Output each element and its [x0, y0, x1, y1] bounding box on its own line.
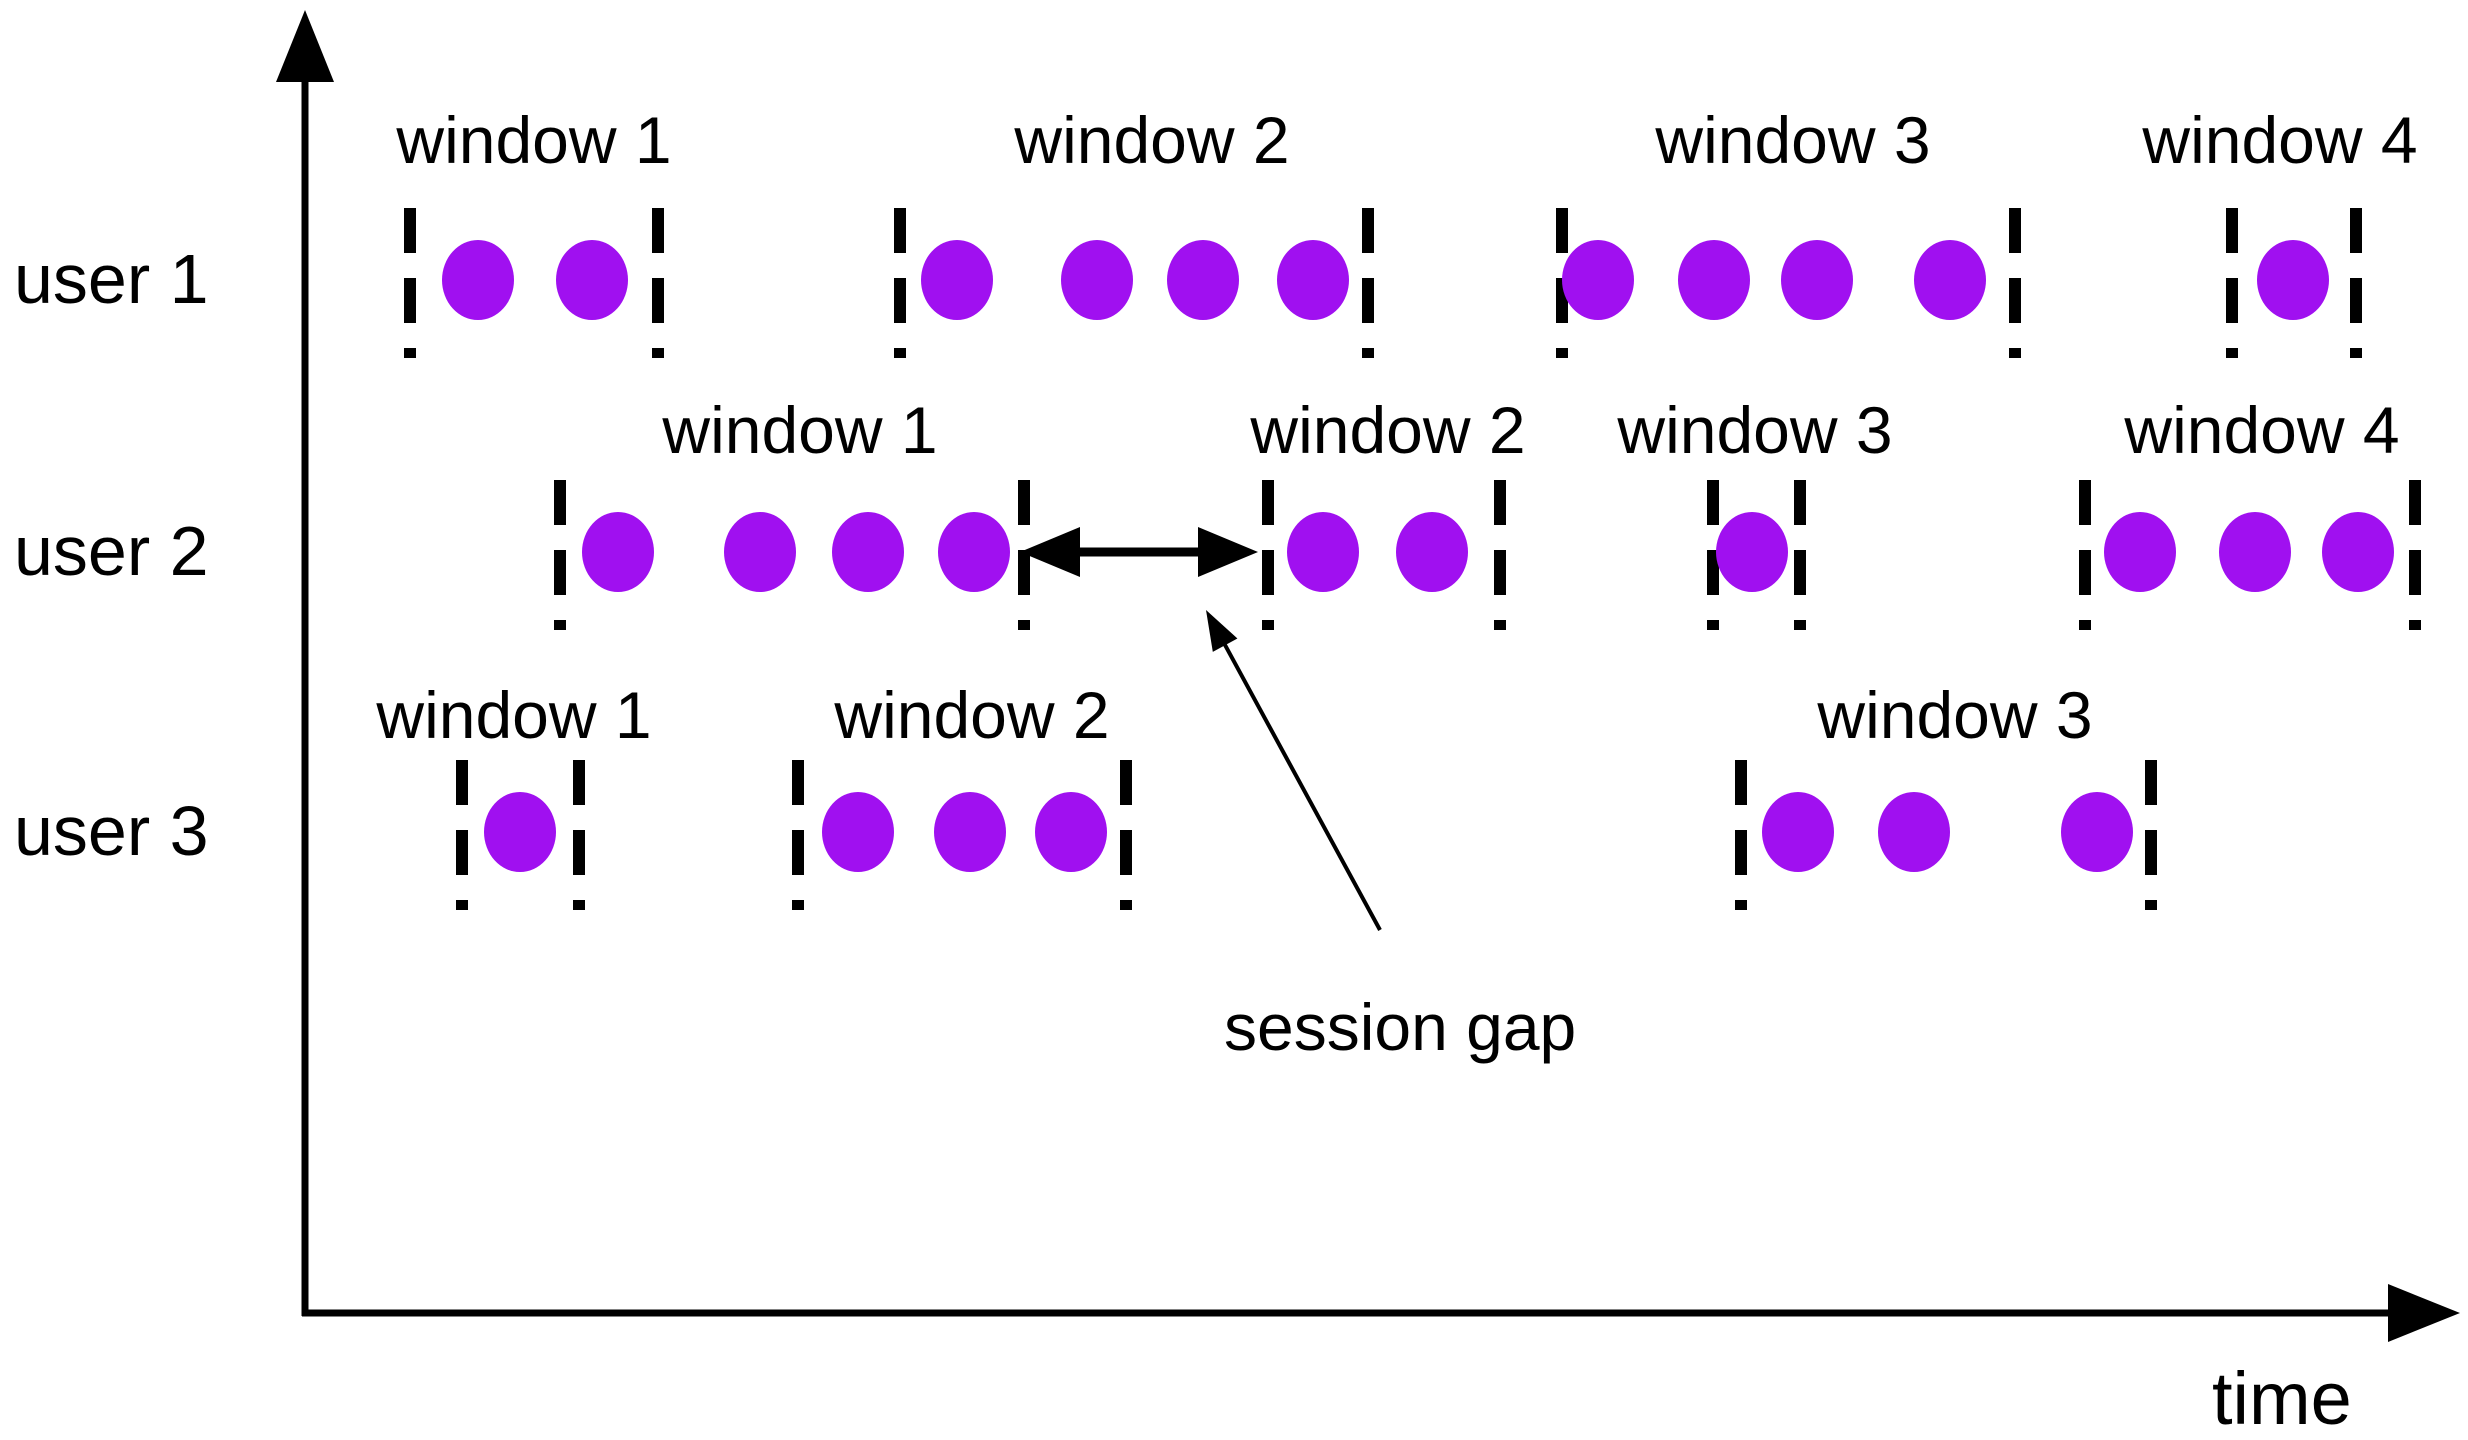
user3-window3-event-1: [1762, 792, 1834, 872]
session-gap-pointer-line: [1218, 634, 1382, 931]
user2-window1-event-1: [582, 512, 654, 592]
user1-window2-event-1: [921, 240, 993, 320]
user3-window3-label: window 3: [1817, 678, 2093, 752]
user3-window3-event-3: [2061, 792, 2133, 872]
session-gap-pointer-arrowhead: [1206, 610, 1238, 652]
user2-window2-event-1: [1287, 512, 1359, 592]
user1-window3-label: window 3: [1655, 103, 1931, 177]
time-axis-label: time: [2212, 1357, 2352, 1440]
user1-window1-label: window 1: [396, 103, 672, 177]
user3-window2-label: window 2: [834, 678, 1110, 752]
user2-window4-event-1: [2104, 512, 2176, 592]
user3-window2-event-2: [934, 792, 1006, 872]
user3-window2-event-3: [1035, 792, 1107, 872]
user1-window3-event-3: [1781, 240, 1853, 320]
session-gap-arrowhead-right: [1198, 527, 1258, 577]
user-label-1: user 1: [14, 239, 209, 318]
user2-window3-event-1: [1716, 512, 1788, 592]
user1-window1-event-2: [556, 240, 628, 320]
user3-window1-label: window 1: [376, 678, 652, 752]
user2-window1-event-2: [724, 512, 796, 592]
user2-window2-label: window 2: [1250, 393, 1526, 467]
session-gap-label: session gap: [1224, 990, 1577, 1064]
user1-window2-event-4: [1277, 240, 1349, 320]
user2-window2-event-2: [1396, 512, 1468, 592]
user2-window4-event-3: [2322, 512, 2394, 592]
user2-window1-event-3: [832, 512, 904, 592]
user1-window2-event-3: [1167, 240, 1239, 320]
session-gap-arrowhead-left: [1020, 527, 1080, 577]
y-axis-arrowhead: [276, 10, 334, 82]
user1-window1-event-1: [442, 240, 514, 320]
user-label-3: user 3: [14, 791, 209, 870]
x-axis-arrowhead: [2388, 1284, 2460, 1342]
user2-window3-label: window 3: [1617, 393, 1893, 467]
user2-window4-label: window 4: [2124, 393, 2400, 467]
user1-window3-event-1: [1562, 240, 1634, 320]
user-label-2: user 2: [14, 511, 209, 590]
user3-window3-event-2: [1878, 792, 1950, 872]
user3-window1-event-1: [484, 792, 556, 872]
user1-window3-event-2: [1678, 240, 1750, 320]
user1-window2-label: window 2: [1014, 103, 1290, 177]
user1-window4-event-1: [2257, 240, 2329, 320]
user2-window4-event-2: [2219, 512, 2291, 592]
user3-window2-event-1: [822, 792, 894, 872]
user1-window2-event-2: [1061, 240, 1133, 320]
user1-window4-label: window 4: [2142, 103, 2418, 177]
user2-window1-label: window 1: [662, 393, 938, 467]
user1-window3-event-4: [1914, 240, 1986, 320]
user2-window1-event-4: [938, 512, 1010, 592]
